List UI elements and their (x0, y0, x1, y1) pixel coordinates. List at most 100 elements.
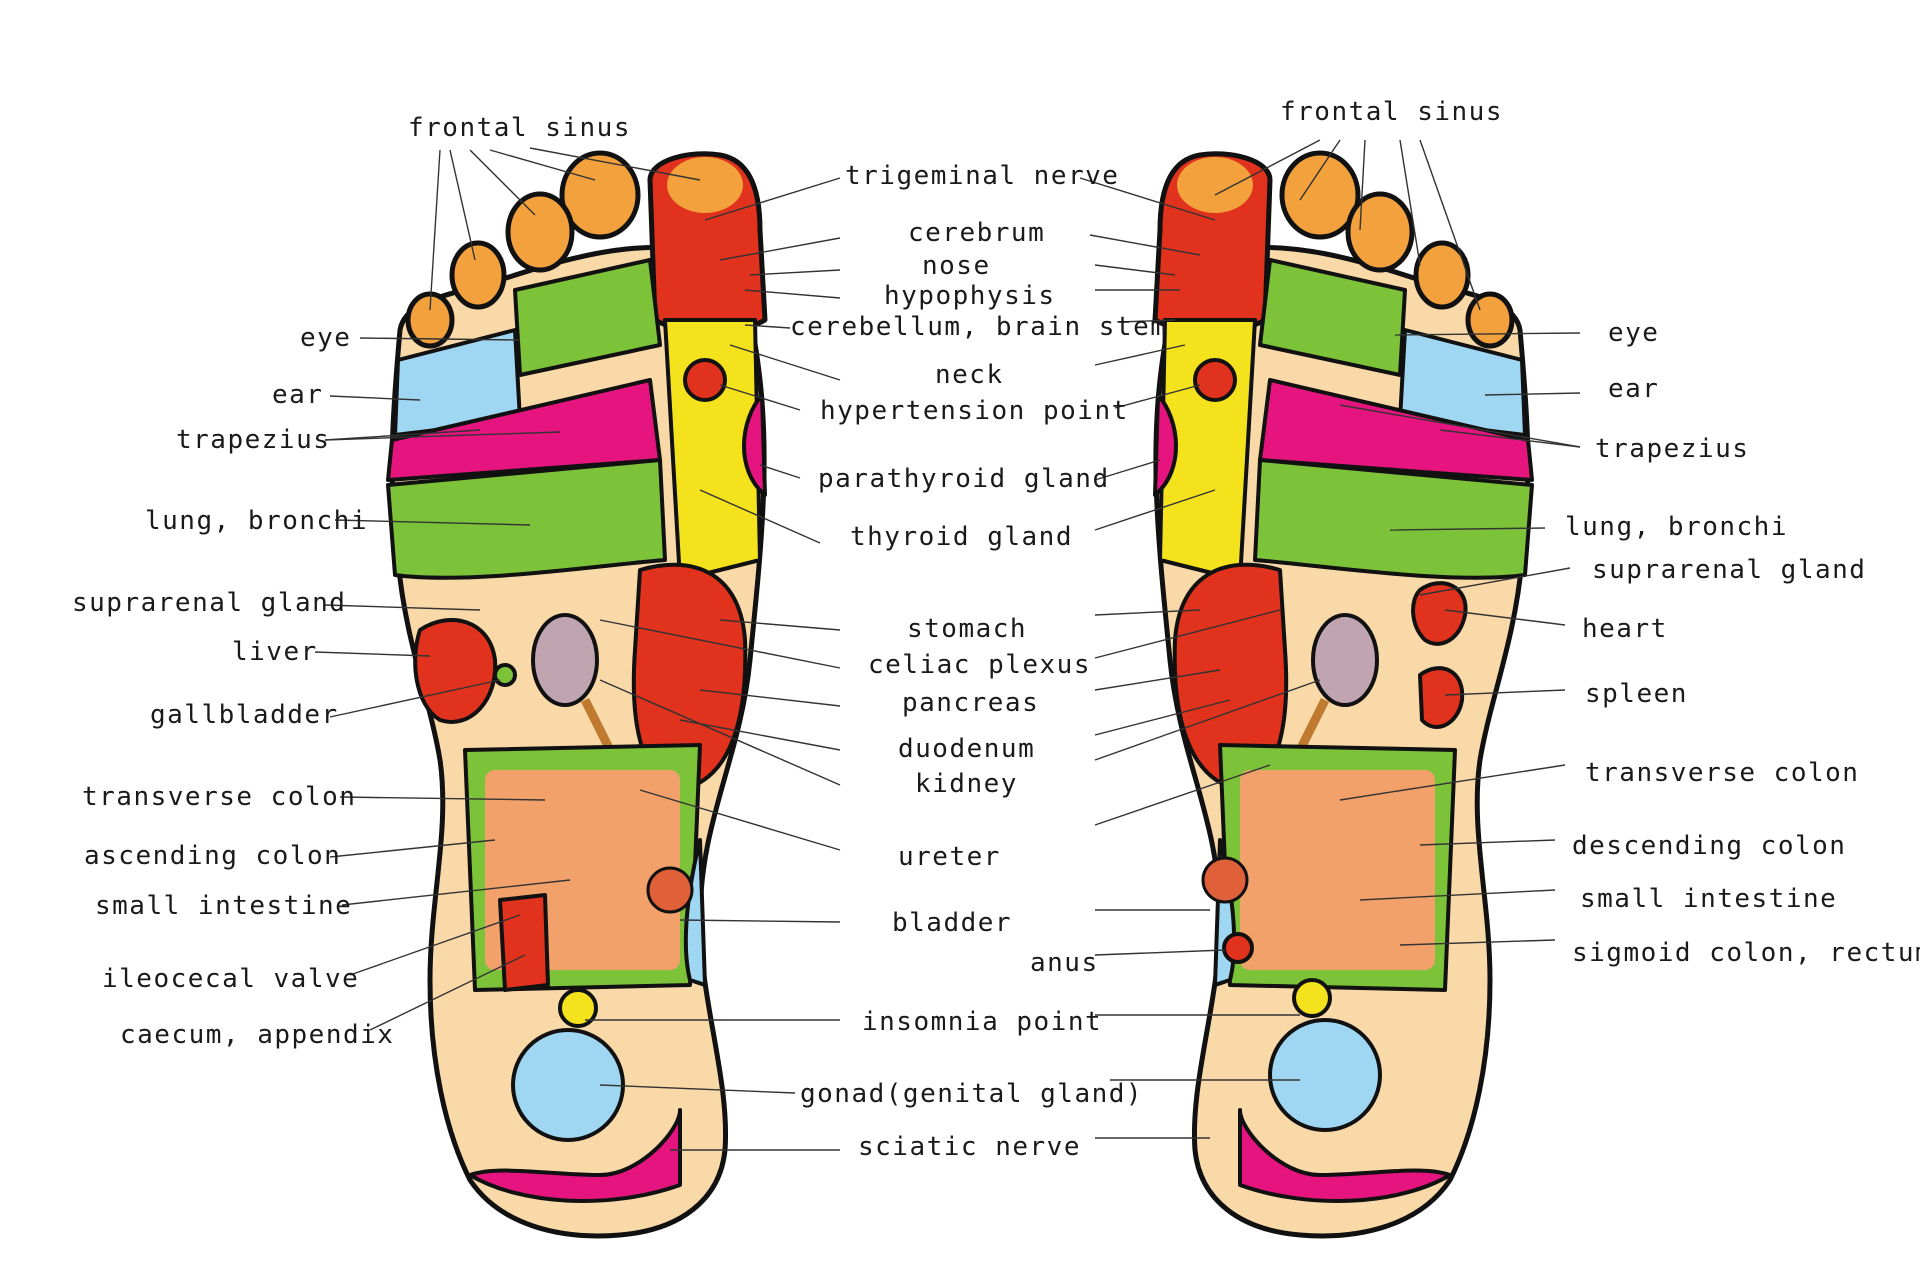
label-right-heart: heart (1582, 614, 1668, 644)
leader-cr-duodenum (1094, 699, 1231, 736)
right-toe-2 (1279, 150, 1361, 240)
label-left-eye: eye (300, 323, 351, 353)
left-sciatic-zone (468, 1108, 682, 1203)
right-parathyroid-zone (1153, 393, 1178, 497)
leader-r-trap-1 (1439, 429, 1581, 448)
leader-c-ureter (639, 789, 841, 851)
leader-l-ileocecal (349, 914, 521, 976)
leader-c-neck (729, 344, 841, 381)
left-liver-zone (413, 618, 498, 724)
leader-c-thyroid (699, 489, 821, 544)
label-right-descending-colon: descending colon (1572, 831, 1846, 861)
label-parathyroid-gland: parathyroid gland (818, 464, 1110, 494)
leader-cr-neck (1094, 344, 1186, 366)
left-hypertension-point (683, 358, 727, 402)
leader-cr-pancreas (1094, 669, 1221, 691)
right-small-intestine (1240, 770, 1435, 970)
leader-cr-stomach (1094, 609, 1201, 616)
leader-c-stomach (719, 619, 841, 631)
leader-l-frontal-4 (489, 149, 596, 181)
label-cerebellum: cerebellum, brain stem (790, 312, 1167, 342)
leader-l-ascending (329, 839, 496, 858)
leader-lines (314, 139, 1581, 1151)
leader-c-bladder (679, 919, 841, 923)
label-right-small-intestine: small intestine (1580, 884, 1837, 914)
label-right-frontal-sinus: frontal sinus (1280, 97, 1503, 127)
leader-r-small (1359, 889, 1556, 901)
leader-r-ear (1484, 392, 1581, 396)
leader-cr-cerebellum (1119, 319, 1176, 323)
leader-c-trigeminal (704, 177, 841, 221)
leader-r-eye (1394, 332, 1581, 336)
leader-c-hypophysis (744, 289, 841, 299)
leader-c-duodenum (679, 719, 841, 751)
label-trigeminal-nerve: trigeminal nerve (845, 161, 1119, 191)
label-left-trapezius: trapezius (176, 425, 330, 455)
label-left-ear: ear (272, 380, 323, 410)
leader-l-small (341, 879, 571, 906)
label-right-transverse-colon: transverse colon (1585, 758, 1859, 788)
left-toe-3 (505, 191, 575, 273)
label-bladder: bladder (892, 908, 1012, 938)
leader-r-frontal-4 (1399, 139, 1421, 266)
left-labels: frontal sinus eye ear trapezius lung, br… (72, 113, 630, 1050)
label-left-caecum: caecum, appendix (120, 1020, 394, 1050)
left-toe-5 (405, 291, 455, 349)
leader-c-cerebellum (744, 324, 791, 329)
leader-r-frontal-1 (1214, 139, 1321, 196)
label-left-small-intestine: small intestine (95, 891, 352, 921)
leader-r-descending (1419, 839, 1556, 846)
right-bladder (1201, 856, 1249, 904)
label-sciatic-nerve: sciatic nerve (858, 1132, 1081, 1162)
leader-l-ear (329, 395, 421, 401)
leader-l-trap-2 (324, 431, 561, 441)
right-heart-zone (1411, 581, 1468, 646)
leader-l-caecum (369, 954, 526, 1031)
label-celiac-plexus: celiac plexus (868, 650, 1091, 680)
leader-r-spleen (1444, 689, 1566, 696)
leader-c-pancreas (699, 689, 841, 707)
label-left-ileocecal: ileocecal valve (102, 964, 359, 994)
label-cerebrum: cerebrum (908, 218, 1045, 248)
right-labels: frontal sinus eye ear trapezius lung, br… (1280, 97, 1920, 968)
leader-l-trap-1 (324, 429, 481, 441)
leader-l-frontal-2 (449, 149, 476, 261)
right-stomach-zone (1172, 562, 1289, 792)
leader-l-lung (334, 519, 531, 526)
leader-l-gallbladder (329, 679, 501, 718)
left-gonad-zone (511, 1028, 625, 1142)
leader-c-gonad (599, 1084, 796, 1094)
leader-cr-parathyroid (1094, 459, 1161, 481)
leader-cr-ureter (1094, 764, 1271, 826)
leader-c-cerebrum (719, 237, 841, 261)
leader-l-eye (359, 337, 521, 341)
left-bladder (646, 866, 694, 914)
left-stomach-zone (631, 562, 748, 792)
leader-r-lung (1389, 527, 1546, 531)
label-kidney: kidney (915, 769, 1018, 799)
label-right-eye: eye (1608, 318, 1659, 348)
label-right-suprarenal: suprarenal gland (1592, 555, 1866, 585)
label-left-ascending-colon: ascending colon (84, 841, 341, 871)
right-spleen-zone (1418, 666, 1465, 730)
leader-l-frontal-5 (529, 147, 701, 181)
label-right-sigmoid: sigmoid colon, rectum (1572, 938, 1920, 968)
right-big-toe-tip (1177, 157, 1253, 213)
right-kidney-zone (1311, 613, 1379, 707)
label-gonad: gonad(genital gland) (800, 1079, 1143, 1109)
label-thyroid-gland: thyroid gland (850, 522, 1073, 552)
center-labels: trigeminal nerve cerebrum nose hypophysi… (790, 161, 1167, 1162)
label-insomnia-point: insomnia point (862, 1007, 1102, 1037)
label-left-suprarenal: suprarenal gland (72, 588, 346, 618)
leader-c-nose (749, 269, 841, 276)
label-pancreas: pancreas (902, 688, 1039, 718)
label-ureter: ureter (898, 842, 1001, 872)
leader-cr-anus (1094, 949, 1226, 956)
label-hypophysis: hypophysis (884, 281, 1056, 311)
right-toe-3 (1345, 191, 1415, 273)
right-insomnia-point (1292, 978, 1332, 1018)
label-hypertension-point: hypertension point (820, 396, 1129, 426)
right-hypertension-point (1193, 358, 1237, 402)
label-stomach: stomach (907, 614, 1027, 644)
